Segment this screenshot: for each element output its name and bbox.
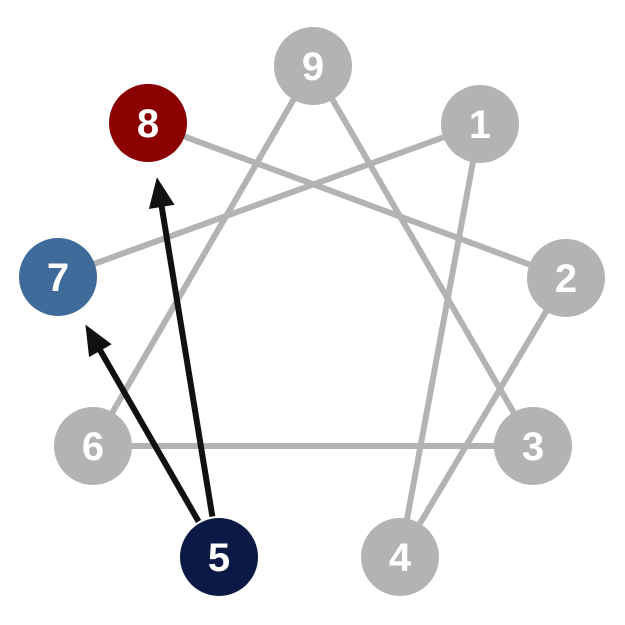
line-4-2 (397, 276, 569, 559)
node-circle (109, 84, 187, 162)
node-label: 6 (82, 425, 104, 469)
line-2-8 (146, 120, 568, 281)
node-label: 2 (555, 257, 577, 301)
node-circle (274, 27, 352, 105)
node-label: 5 (208, 536, 230, 580)
node-circle (54, 407, 132, 485)
arrow-5-to-7 (85, 324, 202, 523)
node-1: 1 (441, 85, 519, 163)
node-circle (441, 85, 519, 163)
node-5: 5 (180, 518, 258, 596)
node-circle (527, 239, 605, 317)
arrow-head-icon (85, 324, 112, 358)
node-circle (361, 518, 439, 596)
node-9: 9 (274, 27, 352, 105)
node-3: 3 (494, 407, 572, 485)
node-6: 6 (54, 407, 132, 485)
node-label: 3 (522, 425, 544, 469)
node-circle (180, 518, 258, 596)
node-2: 2 (527, 239, 605, 317)
node-label: 4 (389, 536, 412, 580)
node-label: 1 (469, 103, 491, 147)
line-9-3 (310, 64, 536, 448)
node-circle (19, 238, 97, 316)
line-1-4 (397, 123, 483, 558)
arrow-shaft (95, 345, 202, 523)
arrow-5-to-8 (148, 177, 216, 518)
node-label: 8 (137, 102, 159, 146)
arrow-head-icon (148, 177, 175, 209)
node-7: 7 (19, 238, 97, 316)
node-8: 8 (109, 84, 187, 162)
line-9-6 (90, 64, 316, 448)
node-4: 4 (361, 518, 439, 596)
node-circle (494, 407, 572, 485)
line-7-1 (56, 121, 482, 280)
node-label: 9 (302, 45, 324, 89)
arrow-shaft (158, 202, 216, 518)
node-label: 7 (47, 256, 69, 300)
